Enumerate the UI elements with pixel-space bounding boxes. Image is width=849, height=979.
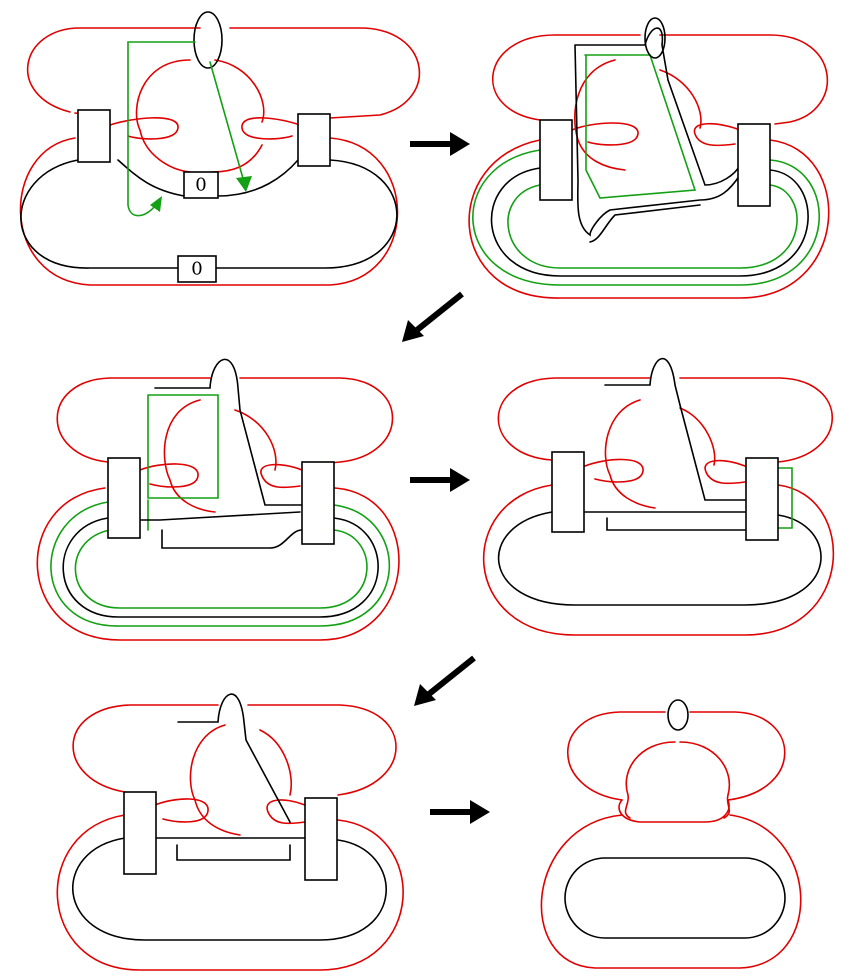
panel-3 bbox=[36, 358, 400, 641]
panel-1-black-outer-loop bbox=[20, 159, 398, 269]
panel-6-red-clasps bbox=[618, 799, 730, 823]
panel-4-red-upper-loop bbox=[497, 377, 833, 463]
panel-3-red-right-clasp bbox=[260, 463, 303, 489]
panel-1-red-inner-loop bbox=[135, 59, 265, 173]
panel-3-right-box bbox=[301, 461, 335, 545]
panel-3-green-band bbox=[147, 394, 219, 531]
arrow-panel-4-to-5 bbox=[414, 655, 476, 706]
panel-5-red-lower-loop bbox=[56, 814, 404, 971]
panel-3-green-outer-ring bbox=[50, 501, 391, 627]
panel-6-red-lower-loop bbox=[540, 814, 802, 969]
panel-4-red-inner-loop bbox=[604, 399, 716, 509]
panel-4-red-right-clasp bbox=[704, 459, 746, 485]
panel-1-left-box bbox=[77, 109, 111, 163]
panel-4-black-ring bbox=[497, 511, 822, 606]
panel-1-black-top-circle bbox=[193, 11, 223, 69]
panel-1-right-box bbox=[297, 113, 331, 167]
panel-4-red-left-clasp bbox=[584, 458, 644, 483]
panel-1-green-arrowhead-left bbox=[150, 196, 162, 212]
panel-6-black-top-circle bbox=[667, 699, 689, 731]
panel-3-red-left-clasp bbox=[139, 463, 199, 488]
panel-5-black-ring bbox=[71, 837, 387, 941]
panel-3-black-ring bbox=[62, 517, 379, 618]
panel-4-black-band bbox=[584, 357, 746, 531]
panel-6-red-upper-loop bbox=[567, 711, 786, 801]
panel-5-right-box bbox=[304, 797, 338, 881]
panel-1-green-arrowhead-right bbox=[236, 176, 252, 192]
panel-6 bbox=[540, 699, 802, 969]
panel-2-red-left-clasp bbox=[571, 122, 639, 146]
panel-2-red-lower-loop bbox=[468, 139, 830, 299]
panel-2-green-band bbox=[584, 54, 697, 199]
panel-2-black-band bbox=[574, 27, 741, 243]
panel-1-middle-framing-label: 0 bbox=[195, 175, 206, 196]
panel-4-red-lower-loop bbox=[482, 484, 835, 636]
panel-5-left-box bbox=[123, 791, 157, 875]
panel-2-black-top-bump bbox=[644, 17, 666, 59]
panel-1-middle-framing-box bbox=[183, 171, 219, 199]
panel-4-green-band bbox=[777, 467, 793, 529]
panel-5-red-left-clasp bbox=[154, 798, 209, 823]
panel-5-red-inner-loop bbox=[189, 724, 292, 836]
panel-3-green-inner-ring bbox=[74, 529, 368, 609]
panel-3-red-inner-loop bbox=[163, 399, 277, 513]
panel-5-black-band bbox=[154, 693, 306, 861]
panel-4-left-box bbox=[551, 451, 585, 533]
panel-1-red-left-clasp bbox=[109, 117, 179, 140]
arrow-panel-2-to-3 bbox=[402, 291, 464, 342]
arrow-panel-5-to-6 bbox=[430, 800, 490, 824]
panel-2-green-inner-ring bbox=[507, 184, 798, 269]
panel-2-green-outer-ring bbox=[472, 149, 821, 286]
panel-5-red-upper-loop bbox=[72, 704, 397, 796]
panel-3-black-band bbox=[139, 358, 303, 549]
panel-4 bbox=[482, 357, 835, 636]
panel-1-black-inner-band bbox=[117, 159, 299, 197]
panel-3-red-upper-loop bbox=[56, 377, 394, 464]
panel-1-green-arrow-line bbox=[209, 61, 245, 183]
panel-6-black-ring bbox=[564, 857, 786, 939]
panel-3-left-box bbox=[107, 457, 141, 539]
panel-4-right-box bbox=[745, 457, 779, 541]
panel-2-left-box bbox=[539, 119, 573, 201]
panel-5-red-right-clasp bbox=[266, 799, 306, 825]
panel-1-red-lower-loop bbox=[19, 137, 399, 286]
panel-2 bbox=[468, 17, 830, 299]
panel-2-right-box bbox=[737, 123, 771, 207]
panel-5 bbox=[56, 693, 404, 971]
panel-2-black-outer-ring bbox=[490, 167, 809, 277]
panel-2-red-upper-loop bbox=[491, 34, 829, 125]
panel-1-red-upper-loop bbox=[26, 27, 421, 119]
panel-1-bottom-framing-box bbox=[177, 255, 217, 283]
panel-1-red-right-clasp bbox=[241, 117, 301, 140]
panel-6-red-inner-loop bbox=[624, 741, 731, 819]
panel-1: 0 0 bbox=[19, 11, 421, 286]
arrow-panel-1-to-2 bbox=[410, 132, 470, 156]
panel-3-red-lower-loop bbox=[36, 487, 400, 641]
panel-2-red-right-clasp bbox=[693, 122, 741, 147]
panel-1-green-path bbox=[127, 41, 196, 217]
arrow-panel-3-to-4 bbox=[410, 468, 470, 492]
panel-1-bottom-framing-label: 0 bbox=[191, 259, 202, 280]
